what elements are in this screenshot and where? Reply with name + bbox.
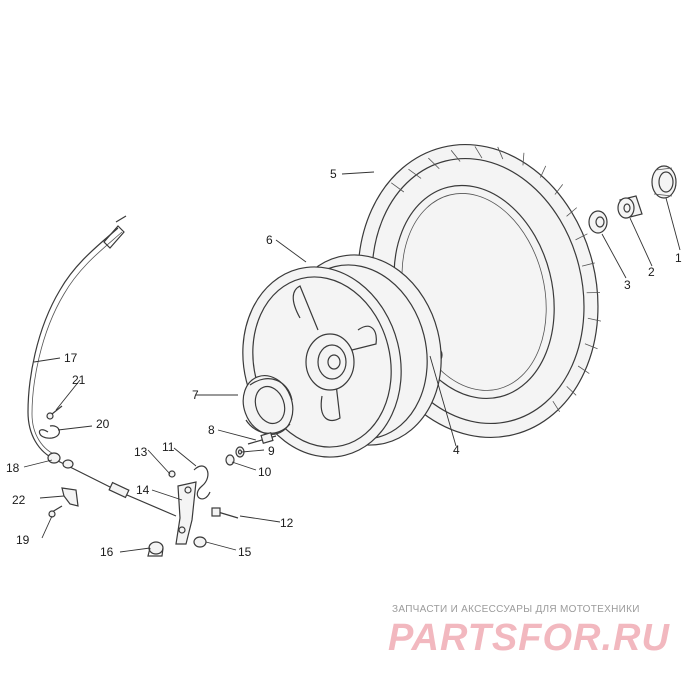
callout-22: 22 [12,493,26,507]
callout-21: 21 [72,373,86,387]
brake-lever [168,465,211,545]
callout-6: 6 [266,233,273,247]
callout-labels: 1 2 3 4 5 6 7 8 9 10 11 12 13 14 15 16 1… [6,167,682,559]
brake-cable [27,215,177,517]
callout-13: 13 [134,445,148,459]
callout-15: 15 [238,545,252,559]
bolt-12 [211,507,239,519]
callout-7: 7 [192,388,199,402]
callout-4: 4 [453,443,460,457]
callout-18: 18 [6,461,20,475]
callout-5: 5 [330,167,337,181]
screw-21 [46,405,63,420]
spacer-3 [588,210,608,234]
nut-15 [193,536,207,548]
callout-10: 10 [258,465,272,479]
callout-2: 2 [648,265,655,279]
watermark-caption: ЗАПЧАСТИ И АКСЕССУАРЫ ДЛЯ МОТОТЕХНИКИ [392,604,640,615]
callout-1: 1 [675,251,682,265]
leader-lines [23,171,681,553]
cable-clip [38,425,60,439]
callout-3: 3 [624,278,631,292]
callout-11: 11 [162,440,175,454]
callout-20: 20 [96,417,110,431]
callout-9: 9 [268,444,275,458]
bushing-16 [147,541,164,557]
brake-cam [225,432,277,466]
callout-8: 8 [208,423,215,437]
bushing-2 [617,195,643,219]
callout-12: 12 [280,516,294,530]
watermark-logo: PARTSFOR.RU [388,617,670,659]
callout-16: 16 [100,545,114,559]
brake-shoes [242,375,294,435]
bracket-22 [61,487,79,507]
hub-cap-1 [651,165,677,199]
callout-14: 14 [136,483,150,497]
screw-19 [48,505,63,518]
callout-19: 19 [16,533,30,547]
callout-17: 17 [64,351,78,365]
